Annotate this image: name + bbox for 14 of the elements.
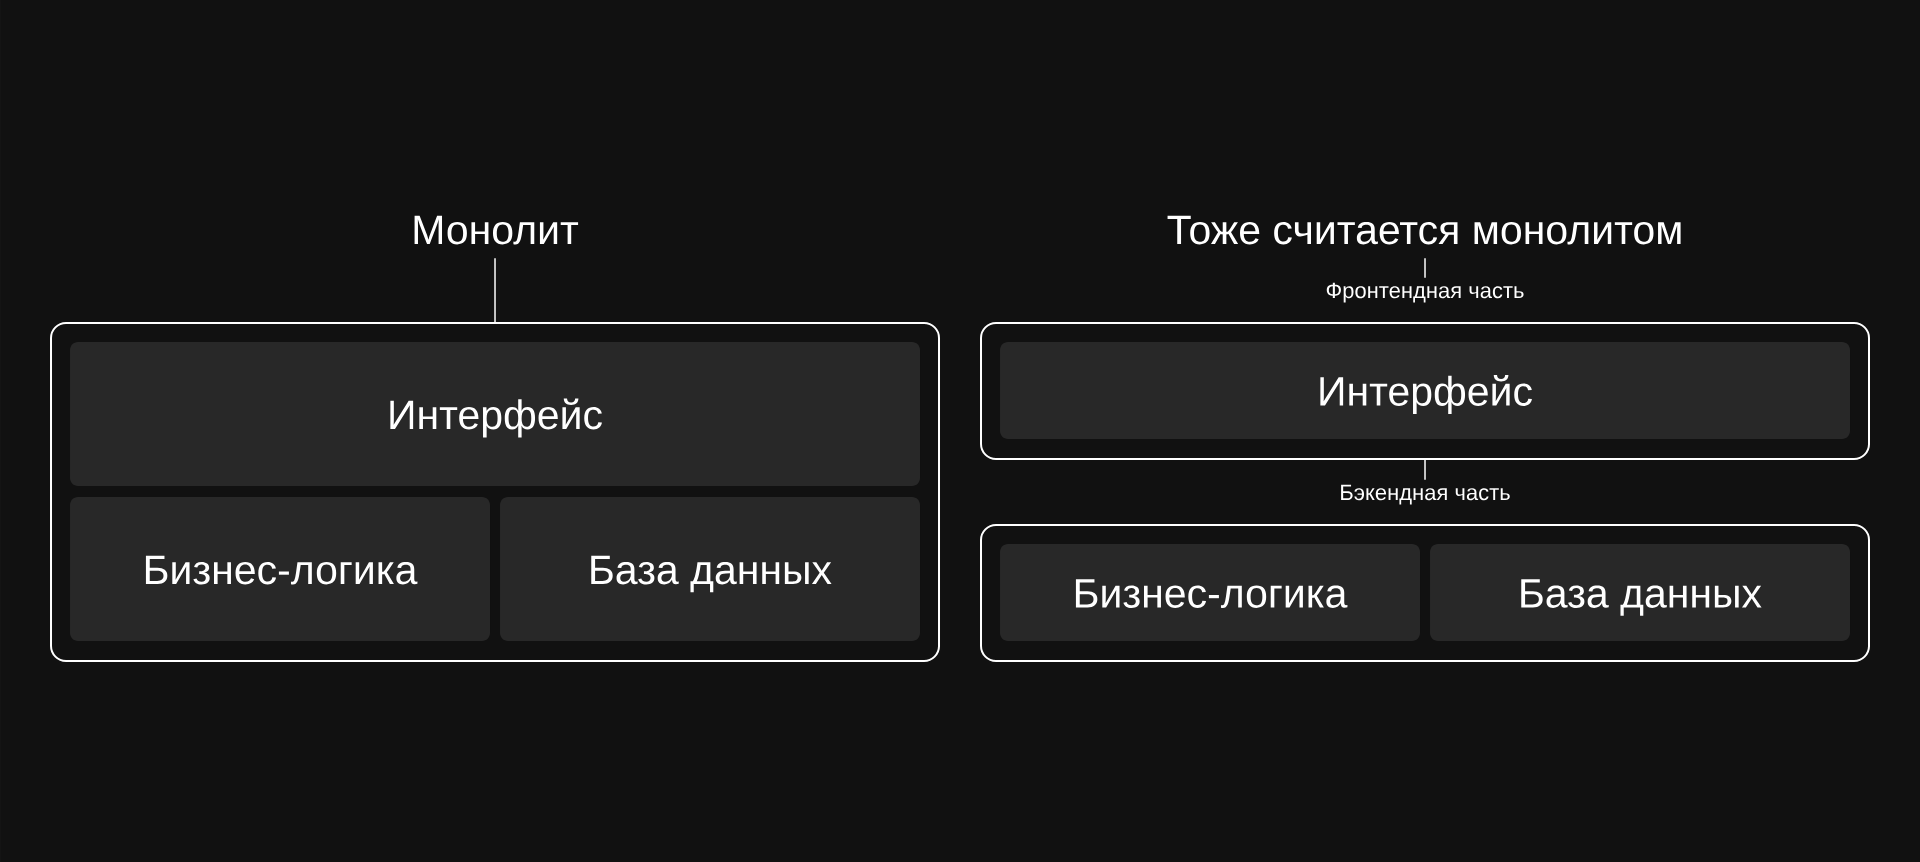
component-box: Бизнес-логика <box>70 497 490 641</box>
component-box: Интерфейс <box>1000 342 1850 439</box>
component-box: Интерфейс <box>70 342 920 486</box>
group-heading: Бэкендная часть <box>1341 484 1510 505</box>
title: Тоже считается монолитом <box>1167 215 1681 245</box>
component-box: Бизнес-логика <box>1000 544 1420 641</box>
connector-line <box>1424 257 1426 279</box>
component-box: База данных <box>1430 544 1850 641</box>
connector-line <box>1424 459 1426 481</box>
title: Монолит <box>414 215 579 245</box>
connector-line <box>494 257 496 323</box>
group-heading: Фронтендная часть <box>1326 282 1524 303</box>
component-box: База данных <box>500 497 920 641</box>
group-frame <box>50 322 940 662</box>
